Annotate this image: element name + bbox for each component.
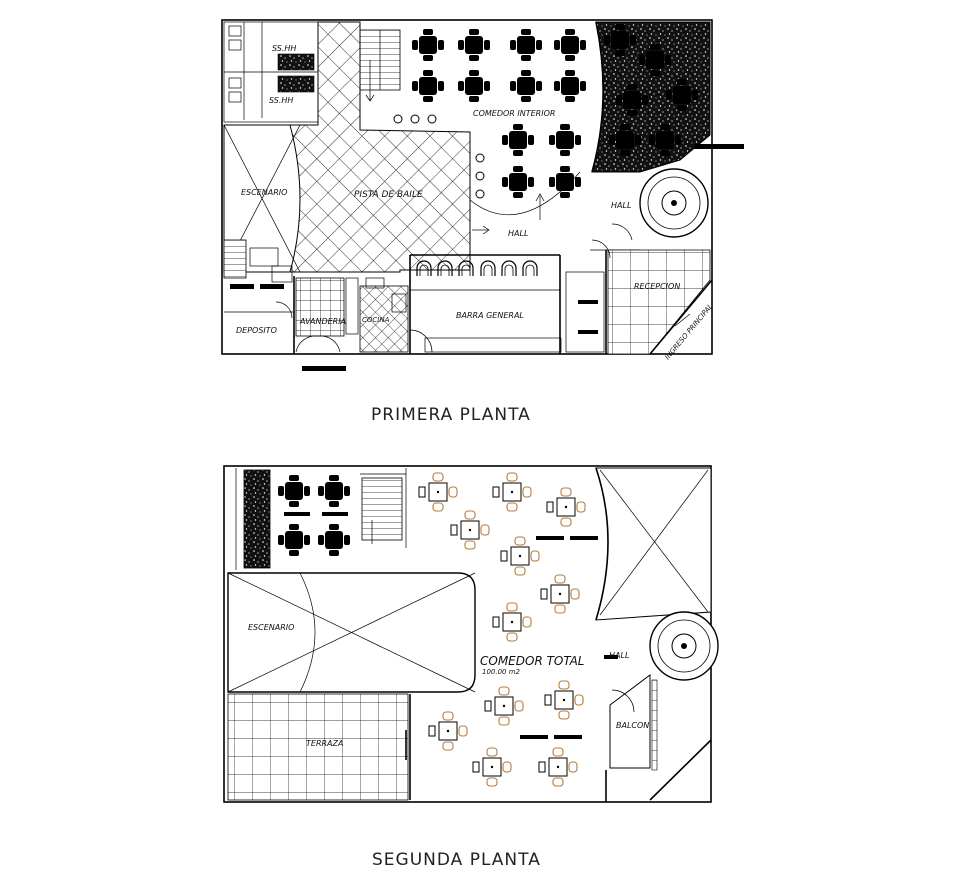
label-hall-2: HALL [611,201,631,210]
label-total-dining: COMEDOR TOTAL [480,654,585,668]
label-terrace: TERRAZA [306,739,343,748]
kitchen-floor [359,285,409,353]
balcony-floor [609,674,651,769]
label-dance-floor: PISTA DE BAILE [354,190,423,200]
garden-strip [243,469,271,569]
label-reception: RECEPCION [634,282,680,291]
right-void [595,467,712,621]
label-hall-1: HALL [508,229,528,238]
label-stage: ESCENARIO [241,188,287,197]
first-floor-title: PRIMERA PLANTA [371,405,531,425]
stair [359,29,401,91]
label-balcony: BALCON [616,721,649,730]
label-kitchen: COCINA [362,316,390,324]
label-laundry: AVANDERIA [299,317,346,326]
label-hall-upper: HALL [609,651,629,660]
second-floor-plan: ESCENARIO COMEDOR TOTAL 100.00 m2 HALL T… [223,465,719,803]
label-restroom-1: SS.HH [272,44,296,53]
restrooms [223,21,319,123]
terrace-floor [227,693,409,801]
label-main-bar: BARRA GENERAL [456,311,524,320]
second-floor-title: SEGUNDA PLANTA [372,850,541,870]
label-interior-dining: COMEDOR INTERIOR [473,109,555,118]
label-dining-area: 100.00 m2 [482,668,521,676]
laundry-floor [295,277,345,337]
stage-upper [227,572,476,693]
reception-floor [607,249,711,355]
first-floor-plan: SS.HH SS.HH ESCENARIO PISTA DE BAILE COM… [221,19,744,371]
label-restroom-2: SS.HH [269,96,293,105]
label-storage: DEPOSITO [236,326,277,335]
label-stage-upper: ESCENARIO [248,623,294,632]
